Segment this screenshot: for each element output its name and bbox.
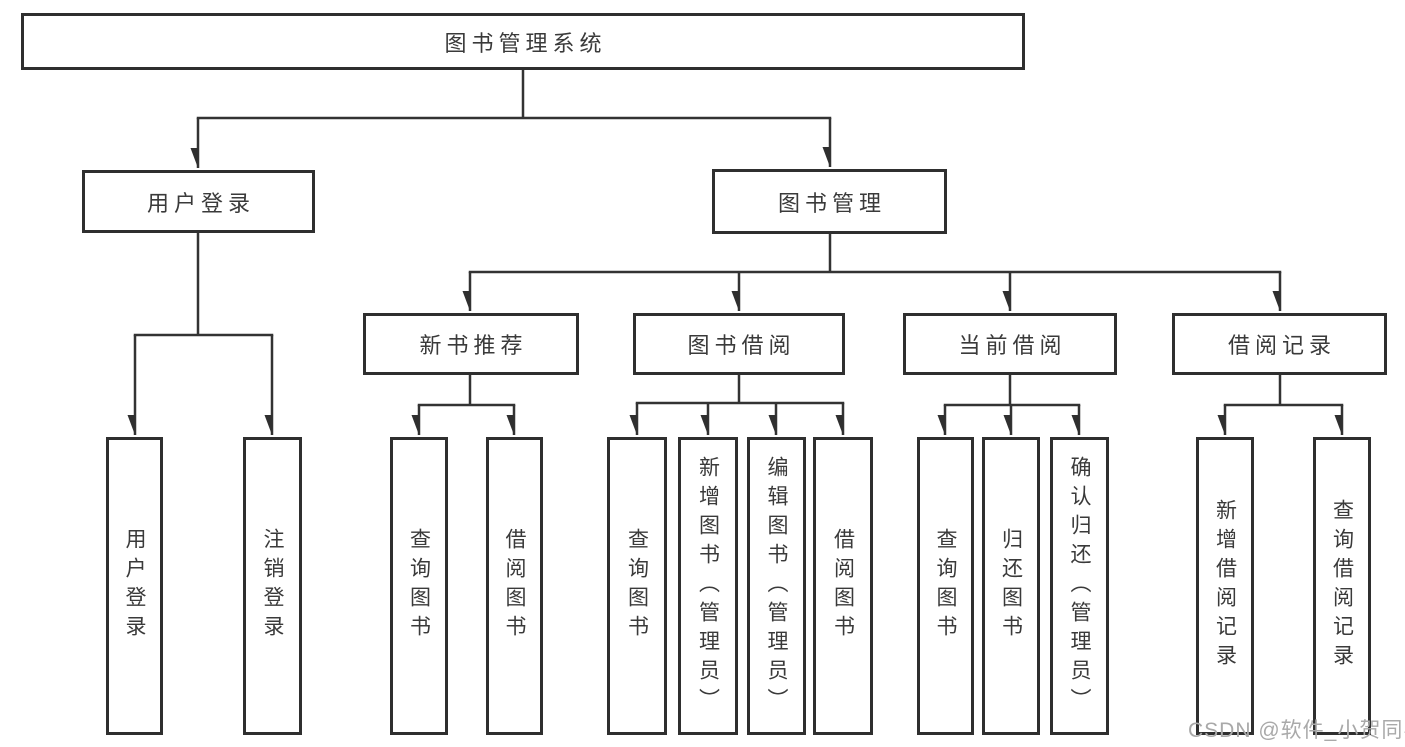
node-label: 查询图书 <box>934 528 957 644</box>
leaf-current-return-book: 归还图书 <box>982 437 1040 735</box>
node-label: 借阅图书 <box>503 528 526 644</box>
node-label: 新增图书（管理员） <box>696 455 720 717</box>
node-label: 新书推荐 <box>419 333 528 358</box>
node-book-borrow: 图书借阅 <box>633 313 845 375</box>
leaf-record-add-borrow-record: 新增借阅记录 <box>1196 437 1254 735</box>
node-library-management-system: 图书管理系统 <box>21 13 1025 70</box>
leaf-borrow-borrow-book: 借阅图书 <box>813 437 873 735</box>
node-label: 查询借阅记录 <box>1330 499 1354 673</box>
leaf-current-query-book: 查询图书 <box>917 437 974 735</box>
node-new-book-recommend: 新书推荐 <box>363 313 579 375</box>
node-current-borrow: 当前借阅 <box>903 313 1117 375</box>
node-label: 图书借阅 <box>687 333 796 358</box>
leaf-newbook-borrow-book: 借阅图书 <box>486 437 543 735</box>
node-label: 图书管理 <box>777 190 886 216</box>
leaf-record-query-borrow-record: 查询借阅记录 <box>1313 437 1371 735</box>
node-label: 借阅图书 <box>831 528 855 644</box>
node-book-management: 图书管理 <box>712 169 947 234</box>
node-label: 新增借阅记录 <box>1213 499 1237 673</box>
leaf-current-confirm-return-admin: 确认归还（管理员） <box>1050 437 1109 735</box>
node-label: 查询图书 <box>407 528 431 644</box>
node-label: 图书管理系统 <box>444 30 607 56</box>
node-label: 确认归还（管理员） <box>1068 455 1091 717</box>
node-label: 编辑图书（管理员） <box>765 455 788 717</box>
leaf-borrow-query-book: 查询图书 <box>607 437 667 735</box>
node-label: 借阅记录 <box>1227 333 1336 358</box>
node-borrow-records: 借阅记录 <box>1172 313 1387 375</box>
leaf-logout: 注销登录 <box>243 437 302 735</box>
csdn-watermark: CSDN @软件_小贺同学 <box>1188 719 1405 742</box>
leaf-user-login: 用户登录 <box>106 437 163 735</box>
leaf-borrow-edit-book-admin: 编辑图书（管理员） <box>747 437 806 735</box>
node-user-login: 用户登录 <box>82 170 315 233</box>
node-label: 当前借阅 <box>958 333 1067 358</box>
leaf-newbook-query-book: 查询图书 <box>390 437 448 735</box>
node-label: 用户登录 <box>146 190 255 216</box>
leaf-borrow-add-book-admin: 新增图书（管理员） <box>678 437 738 735</box>
node-label: 归还图书 <box>999 528 1023 644</box>
node-label: 用户登录 <box>123 528 146 644</box>
node-label: 注销登录 <box>261 528 284 644</box>
node-label: 查询图书 <box>625 528 649 644</box>
